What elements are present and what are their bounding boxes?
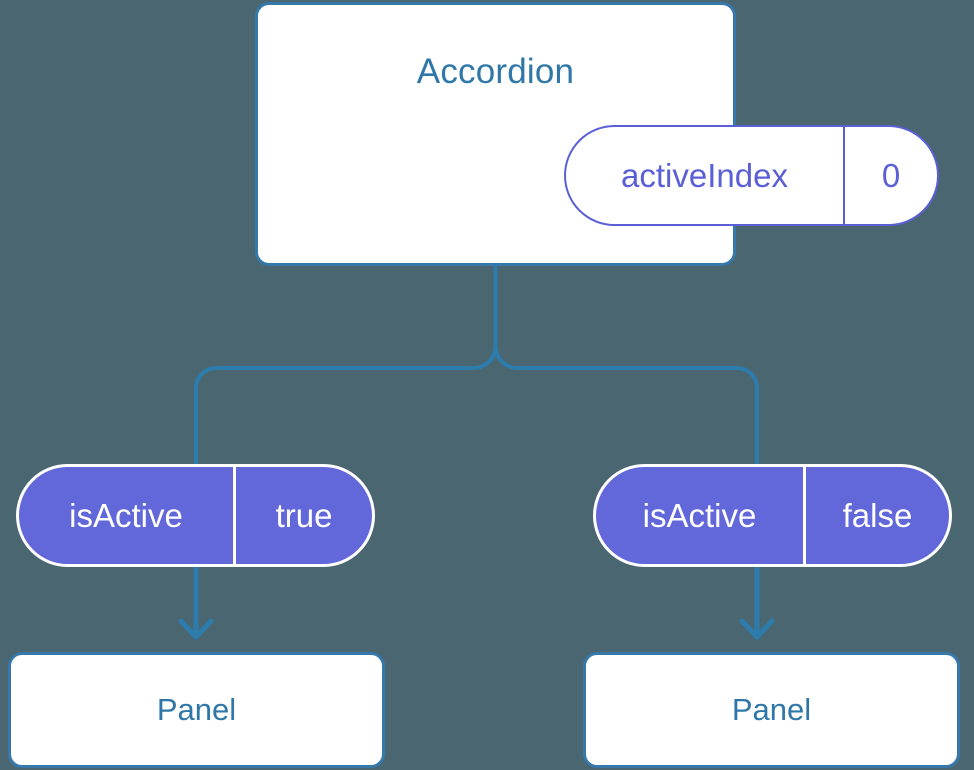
state-pill-key: activeIndex (566, 127, 845, 224)
prop-pill-key: isActive (19, 467, 236, 564)
accordion-component-card: Accordion activeIndex 0 (255, 2, 939, 266)
prop-pill-value: true (275, 496, 333, 534)
state-pill-active-index[interactable]: activeIndex 0 (564, 125, 939, 226)
panel-title: Panel (156, 692, 237, 727)
panel-component-card-left: Panel (8, 652, 385, 768)
prop-pill-value: false (842, 496, 913, 534)
state-pill-value: 0 (881, 156, 901, 194)
prop-pill-is-active-true[interactable]: isActive true (16, 464, 375, 567)
panel-component-card-right: Panel (583, 652, 960, 768)
accordion-title: Accordion (416, 52, 575, 91)
arrow-down-icon-right (739, 565, 775, 640)
prop-pill-key: isActive (596, 467, 806, 564)
arrow-down-icon-left (178, 565, 214, 640)
panel-title: Panel (731, 692, 812, 727)
prop-pill-is-active-false[interactable]: isActive false (593, 464, 952, 567)
